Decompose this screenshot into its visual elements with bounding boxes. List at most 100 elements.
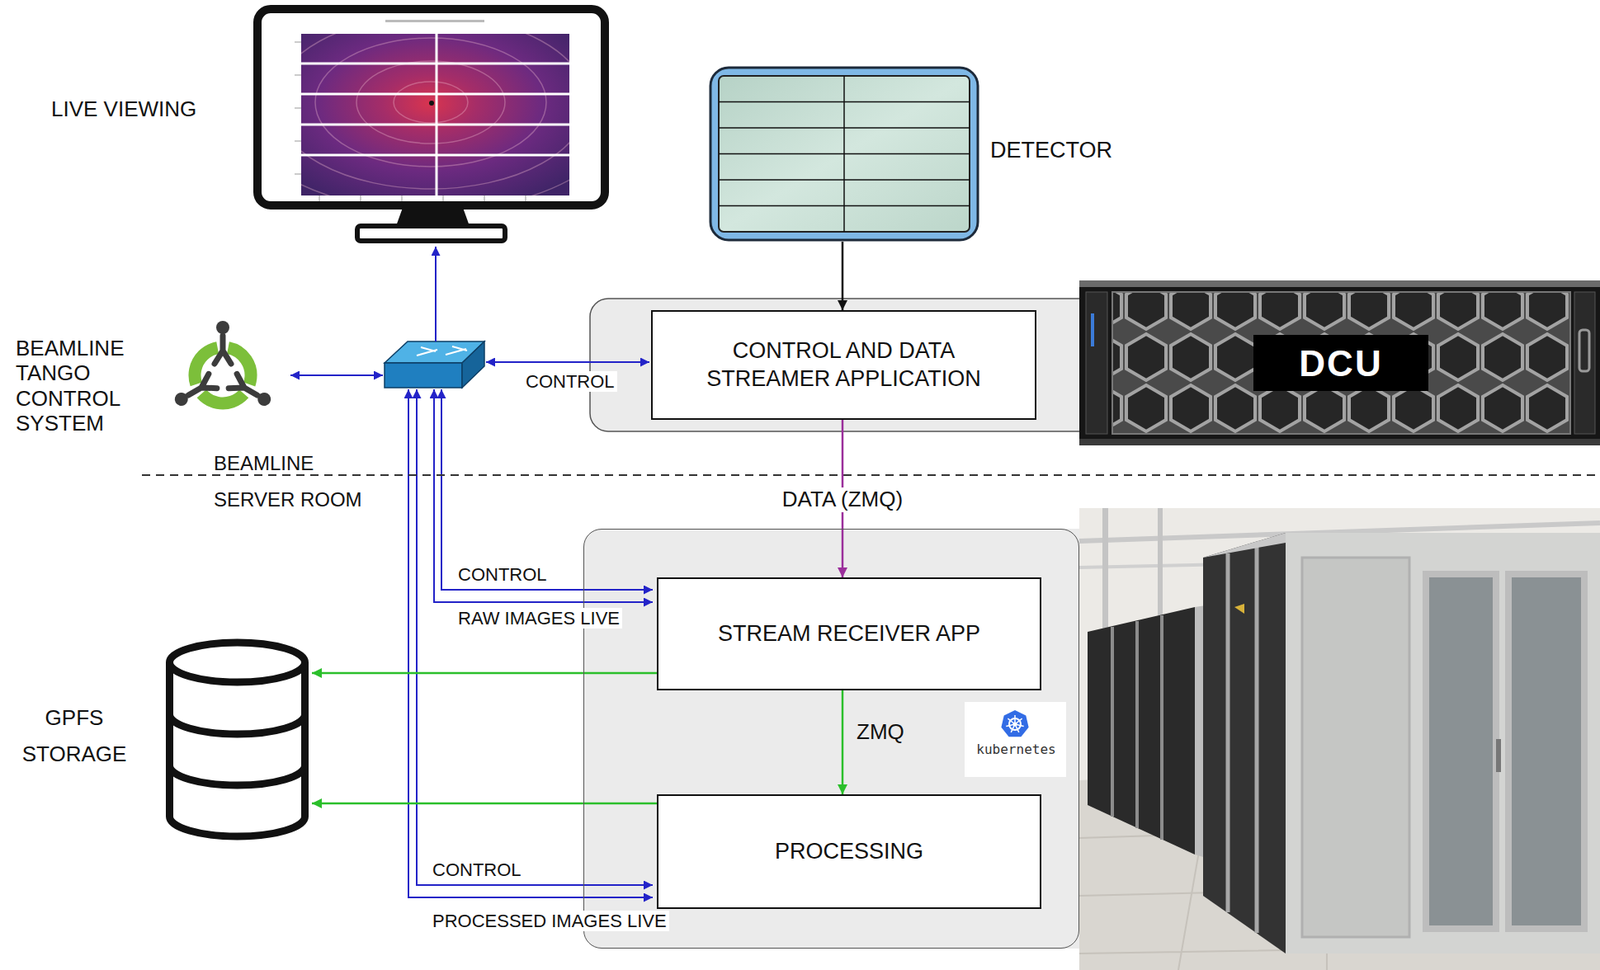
tango-control-system: BEAMLINE TANGO CONTROL SYSTEM xyxy=(12,313,285,442)
wire-label: RAW IMAGES LIVE xyxy=(455,608,623,629)
storage-cylinder: GPFS STORAGE xyxy=(8,635,312,839)
network-switch xyxy=(384,363,463,388)
edge-label: ZMQ xyxy=(854,720,907,746)
wire-label: CONTROL xyxy=(523,371,618,392)
server-unit: DCU xyxy=(1079,280,1600,446)
lower-panel-fill xyxy=(583,528,1104,949)
datacenter-illustration xyxy=(1079,508,1600,970)
monitor-illustration xyxy=(301,33,570,196)
detector-illustration xyxy=(710,67,978,241)
tango-figure xyxy=(214,335,232,364)
tango-logo xyxy=(171,320,274,411)
tango-figure xyxy=(216,320,230,335)
monitor-illustration xyxy=(257,9,605,206)
monitor-illustration xyxy=(315,37,547,167)
monitor-illustration xyxy=(435,33,439,196)
control-wires xyxy=(290,374,383,377)
datacenter-illustration xyxy=(1087,607,1195,855)
server-illustration xyxy=(1079,438,1600,446)
upper-panel xyxy=(589,298,1102,432)
server-illustration xyxy=(1079,280,1600,446)
kubernetes-logo xyxy=(964,702,1067,778)
process-box: STREAM RECEIVER APP xyxy=(656,577,1042,691)
control-wires xyxy=(434,246,437,342)
tango-figure xyxy=(171,320,274,411)
datacenter-illustration xyxy=(1112,615,1162,841)
tango-figure xyxy=(228,373,261,402)
kubernetes-cluster-panel: kubernetes STREAM RECEIVER APP PROCESSING xyxy=(583,528,1080,949)
monitor-illustration xyxy=(232,0,629,241)
monitor-illustration xyxy=(385,19,485,23)
monitor-illustration xyxy=(356,61,506,144)
server-illustration xyxy=(1574,292,1596,435)
node-label: PROCESSING xyxy=(774,838,924,867)
storage-cylinder-figure xyxy=(169,765,306,786)
wire-label: SERVER ROOM xyxy=(211,490,365,510)
datacenter-illustration xyxy=(1508,574,1585,930)
monitor-illustration xyxy=(357,226,506,241)
room-divider xyxy=(141,475,1600,477)
device-label: DCU xyxy=(1253,335,1429,392)
wire-label: BEAMLINE xyxy=(211,453,317,474)
process-box: CONTROL AND DATA STREAMER APPLICATION xyxy=(651,310,1037,421)
network-switch xyxy=(384,341,485,388)
tango-figure xyxy=(171,373,218,410)
tango-figure xyxy=(184,373,217,402)
kubernetes-logo xyxy=(1000,710,1029,737)
control-wires xyxy=(486,361,650,364)
server-illustration xyxy=(1079,280,1600,446)
wire-label: PROCESSED IMAGES LIVE xyxy=(429,910,670,932)
storage-cylinder-figure xyxy=(169,642,306,683)
detector-illustration xyxy=(843,75,845,232)
connector xyxy=(311,672,657,675)
monitor-illustration xyxy=(396,205,470,227)
node-label: CONTROL AND DATA STREAMER APPLICATION xyxy=(679,337,1010,394)
server-illustration xyxy=(1112,292,1571,435)
storage-cylinder-figure xyxy=(169,662,306,837)
edge-label: DATA (ZMQ) xyxy=(779,487,906,513)
monitor-illustration xyxy=(294,42,526,202)
control-wires xyxy=(408,389,653,898)
wire-label: CONTROL xyxy=(429,859,524,881)
datacenter-illustration xyxy=(1425,574,1497,930)
tango-figure xyxy=(228,373,274,410)
upper-panel xyxy=(589,298,1102,432)
control-wires xyxy=(290,246,653,898)
kubernetes-logo xyxy=(964,702,1067,778)
server-illustration xyxy=(1079,280,1600,288)
detector-illustration xyxy=(718,75,970,232)
datacenter-illustration xyxy=(1203,533,1286,954)
tango-figure xyxy=(214,320,232,364)
control-wires xyxy=(441,389,653,590)
datacenter-illustration xyxy=(1227,544,1257,934)
server-illustration xyxy=(1090,313,1095,347)
node-label: BEAMLINE TANGO CONTROL SYSTEM xyxy=(15,335,142,437)
connector xyxy=(311,802,657,806)
network-switch xyxy=(416,346,468,356)
node-label: kubernetes xyxy=(965,741,1067,759)
datacenter-illustration xyxy=(1302,557,1410,938)
detector-illustration xyxy=(718,75,970,232)
lower-panel-fill xyxy=(583,528,1104,949)
node-label: GPFS STORAGE xyxy=(12,699,137,773)
datacenter-illustration xyxy=(1234,604,1245,614)
room-divider xyxy=(141,474,1600,477)
server-illustration xyxy=(1579,330,1590,372)
connector xyxy=(841,241,845,311)
monitor-illustration xyxy=(429,100,435,106)
node-label: STREAM RECEIVER APP xyxy=(717,620,981,649)
detector-illustration xyxy=(710,67,978,241)
control-wires xyxy=(434,389,653,603)
monitor-illustration xyxy=(393,81,468,123)
detector-panel: DETECTOR xyxy=(708,66,1122,242)
storage-cylinder-figure xyxy=(169,714,306,735)
node-label: LIVE VIEWING xyxy=(51,95,246,123)
datacenter-illustration xyxy=(1496,739,1501,773)
monitor-illustration xyxy=(301,33,570,196)
kubernetes-logo xyxy=(1005,715,1024,733)
datacenter-illustration xyxy=(1285,533,1600,954)
process-box: PROCESSING xyxy=(656,794,1042,910)
